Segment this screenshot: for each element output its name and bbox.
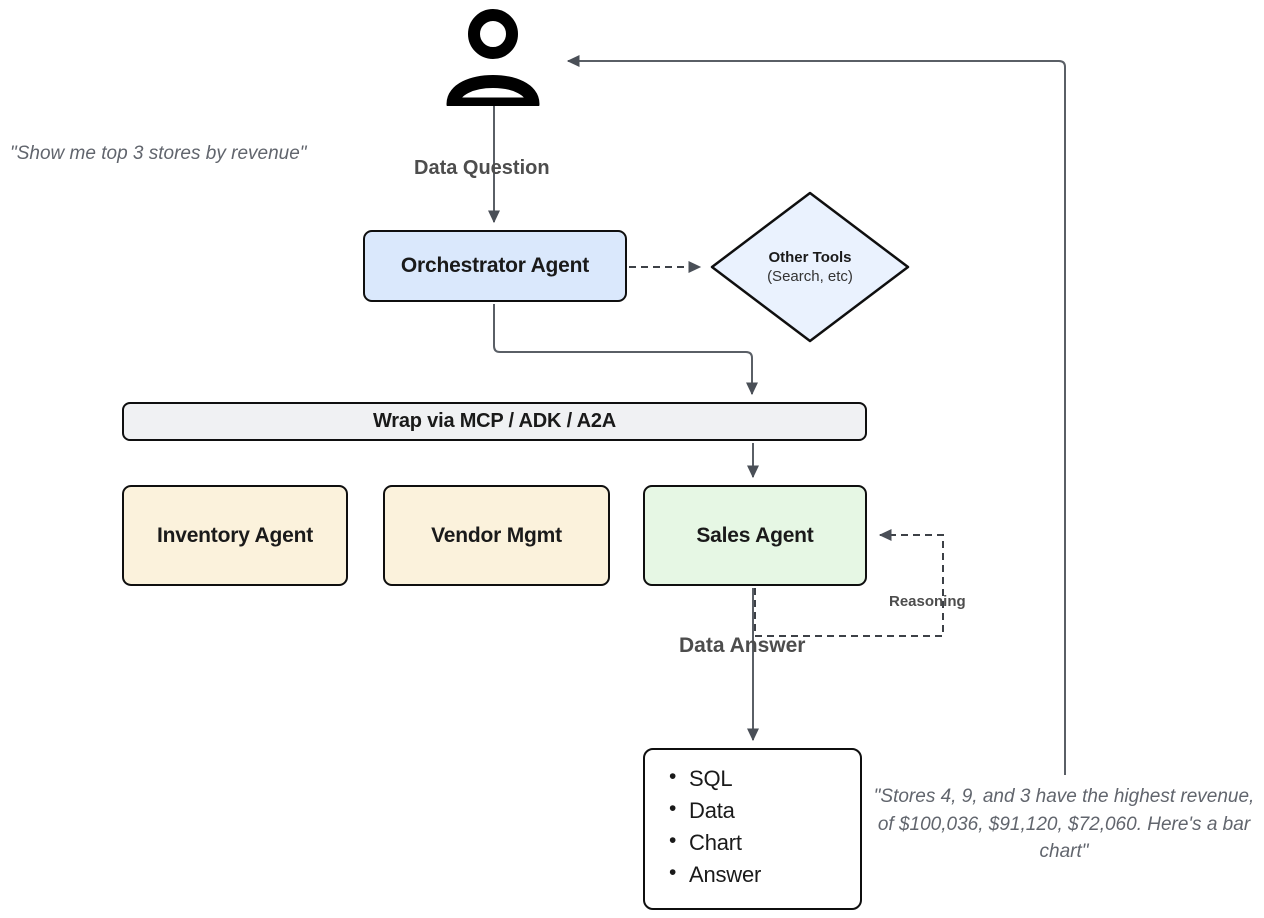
node-vendor-mgmt-label: Vendor Mgmt	[431, 523, 562, 547]
person-icon	[446, 9, 540, 106]
node-other-tools-label-group: Other Tools (Search, etc)	[707, 191, 913, 343]
edge-label-data-question: Data Question	[414, 157, 550, 179]
caption-user-question: "Show me top 3 stores by revenue"	[10, 143, 307, 164]
node-orchestrator-agent-label: Orchestrator Agent	[400, 254, 590, 277]
node-mcp-wrapper-label: Wrap via MCP / ADK / A2A	[372, 410, 617, 432]
node-other-tools-label-secondary: (Search, etc)	[767, 268, 853, 285]
node-vendor-mgmt[interactable]: Vendor Mgmt	[383, 485, 610, 586]
list-item: SQL	[667, 762, 860, 795]
node-other-tools[interactable]: Other Tools (Search, etc)	[707, 191, 913, 343]
edge-label-reasoning: Reasoning	[889, 593, 966, 610]
node-sales-agent-label: Sales Agent	[696, 523, 814, 547]
node-other-tools-label-primary: Other Tools	[768, 248, 852, 266]
output-artifact-list: SQL Data Chart Answer	[667, 762, 860, 891]
list-item: Answer	[667, 858, 860, 891]
node-inventory-agent[interactable]: Inventory Agent	[122, 485, 348, 586]
edge-label-data-answer: Data Answer	[679, 634, 806, 657]
list-item: Data	[667, 794, 860, 827]
node-orchestrator-agent[interactable]: Orchestrator Agent	[363, 230, 627, 302]
node-mcp-wrapper[interactable]: Wrap via MCP / ADK / A2A	[122, 402, 867, 441]
node-sales-agent[interactable]: Sales Agent	[643, 485, 867, 586]
caption-final-answer: "Stores 4, 9, and 3 have the highest rev…	[873, 786, 1255, 863]
list-item: Chart	[667, 826, 860, 859]
node-output-artifacts[interactable]: SQL Data Chart Answer	[643, 748, 862, 910]
node-inventory-agent-label: Inventory Agent	[156, 523, 314, 547]
